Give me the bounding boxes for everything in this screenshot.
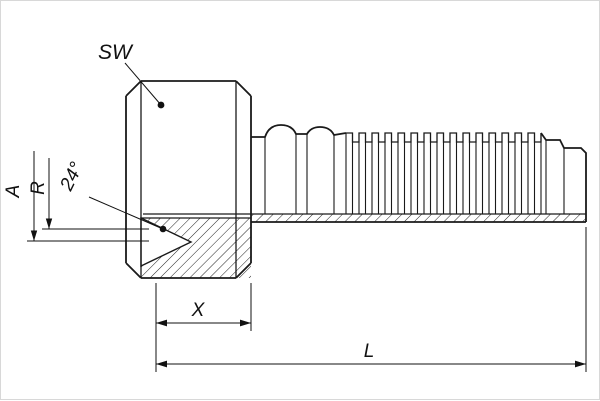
nut-outline (125, 80, 252, 279)
sw-leader-dot (157, 101, 165, 109)
label-l: L (364, 341, 375, 362)
angle-leader-line (88, 196, 164, 230)
l-dimension-lines (156, 227, 587, 372)
r-dimension-lines (42, 158, 149, 230)
shank-edge-lines (264, 134, 565, 214)
l-arrowhead-right (575, 360, 586, 368)
dimension-a: A (3, 151, 149, 242)
r-arrowhead (45, 218, 53, 229)
label-angle: 24° (56, 159, 88, 195)
label-x: X (191, 300, 206, 321)
label-r: R (28, 181, 49, 195)
label-a: A (3, 185, 24, 199)
barb-profile (251, 124, 347, 138)
serration-top-profile (346, 132, 542, 143)
dimension-l: L (156, 227, 587, 372)
section-lines (141, 213, 586, 223)
section-hatch (141, 214, 586, 278)
x-arrowhead-left (156, 319, 167, 327)
x-arrowhead-right (240, 319, 251, 327)
nut (125, 80, 252, 279)
dimension-r: R (28, 158, 149, 230)
a-dimension-lines (27, 151, 149, 242)
shank-wall-section (251, 214, 586, 222)
sw-callout: SW (98, 41, 165, 109)
hose-shank (251, 124, 587, 222)
dimension-x: X (155, 283, 252, 372)
x-dimension-lines (155, 283, 252, 372)
label-sw: SW (98, 41, 134, 64)
l-arrowhead-left (156, 360, 167, 368)
a-arrowhead (30, 230, 38, 241)
sw-leader-line (124, 62, 162, 106)
shank-tip-profile (540, 132, 587, 222)
serration-ribs (345, 133, 542, 214)
nut-flat-lines (140, 81, 237, 278)
